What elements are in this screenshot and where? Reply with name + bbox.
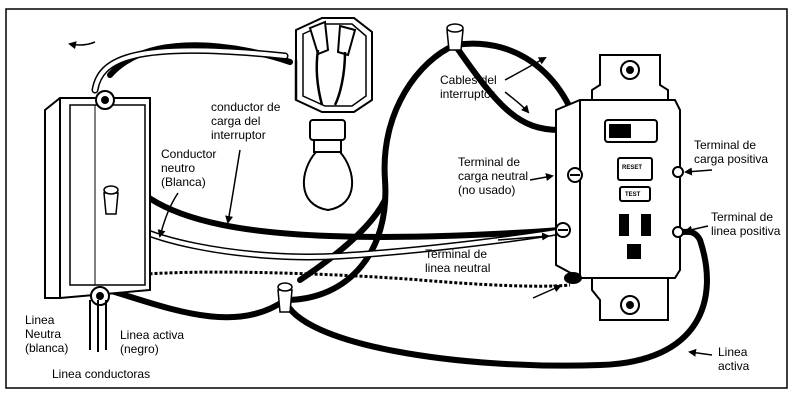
wire-nut-bottom [277,282,293,313]
label-active-line: Linea activa [718,345,750,373]
label-neutral-line: Linea Neutra (blanca) [25,313,69,355]
frame-border [5,8,788,389]
switch-cable-loop [282,42,458,303]
supply-cable [89,300,107,352]
lamp-internal-wires [294,49,347,106]
label-switch-load-conductor: conductor de carga del interruptor [211,100,281,142]
label-conductor-lines: Linea conductoras [52,367,151,381]
ground-wire [99,270,571,288]
test-label: TEST [625,192,641,198]
callout-arrows [68,41,713,357]
wire-nut-top [446,23,464,51]
label-positive-line-terminal: Terminal de linea positiva [711,210,781,238]
mid-connection-wire [297,197,388,283]
label-active-line-black: Linea activa (negro) [120,328,185,356]
switch-cable-to-receptacle [452,42,563,133]
label-neutral-conductor: Conductor neutro (Blanca) [161,147,217,189]
label-positive-load-terminal: Terminal de carga positiva [694,138,769,166]
wire-nut-box [103,185,119,215]
active-line-wire [282,228,710,369]
gfci-receptacle [555,54,684,321]
label-neutral-line-terminal: Terminal de linea neutral [425,247,491,275]
label-switch-cables: Cables del interruptor [440,73,497,101]
label-neutral-load-terminal: Terminal de carga neutral (no usado) [458,155,529,197]
reset-label: RESET [622,165,642,171]
junction-box [44,90,151,306]
lamp-fixture [295,17,373,212]
